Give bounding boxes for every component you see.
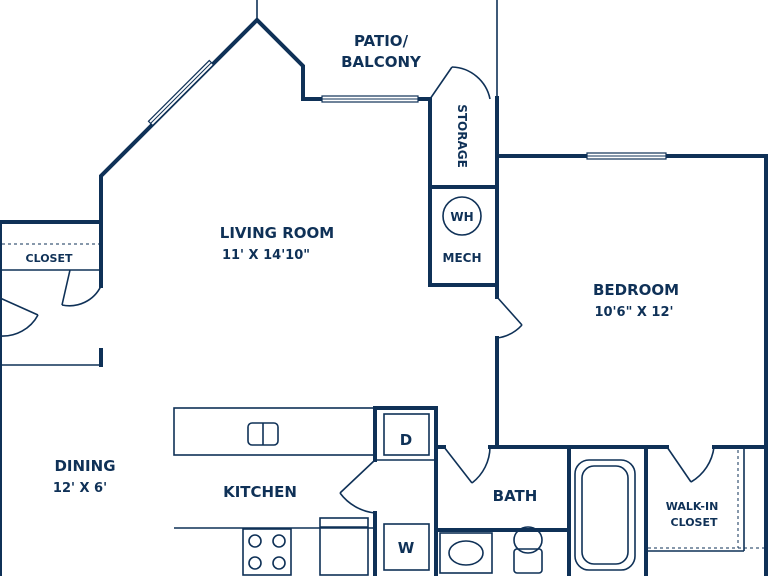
closet-shelves [2,243,764,552]
water-heater-label: WH [450,210,473,224]
stove-icon [242,528,292,576]
washer-icon [383,523,430,571]
bathtub-icon [574,459,636,571]
dining-label: DINING [54,457,115,475]
washer-label: W [398,539,415,557]
water-heater-icon [442,196,482,236]
dryer-label: D [400,431,412,449]
dryer-icon [383,413,430,456]
windows [147,59,667,160]
bath-fixtures [439,459,636,574]
refrigerator-icon [319,517,369,576]
dining-dims: 12' X 6' [53,481,107,496]
kitchen-label: KITCHEN [223,483,297,501]
toilet-bowl-icon [513,526,543,554]
vanity [439,532,493,574]
living-room-dims: 11' X 14'10" [222,248,310,263]
walk-in-closet-label-line2: CLOSET [671,516,718,529]
storage-label: STORAGE [455,104,469,168]
patio-label-line1: PATIO/ [354,32,409,50]
doors [0,66,715,514]
kitchen-island [173,407,376,456]
kitchen-fixtures [173,407,430,576]
bath-label: BATH [493,487,538,505]
toilet-tank-icon [513,548,543,574]
closet-label: CLOSET [26,252,73,265]
lavatory-icon [448,540,484,566]
patio-label-line2: BALCONY [341,53,422,71]
bedroom-label: BEDROOM [593,281,679,299]
bedroom-dims: 10'6" X 12' [594,305,673,320]
walk-in-closet-label-line1: WALK-IN [666,500,719,513]
living-room-label: LIVING ROOM [220,224,334,242]
mech-label: MECH [443,251,482,265]
